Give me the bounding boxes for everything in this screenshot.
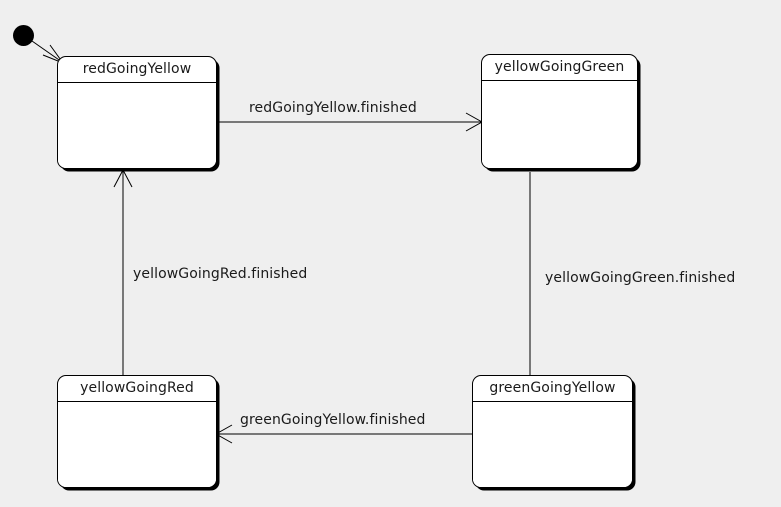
transition-label-yellowGoingGreen-finished: yellowGoingGreen.finished (545, 270, 736, 286)
state-yellowGoingRed[interactable]: yellowGoingRed (57, 375, 217, 488)
state-greenGoingYellow-body (473, 402, 632, 487)
state-greenGoingYellow-title: greenGoingYellow (473, 376, 632, 402)
state-greenGoingYellow[interactable]: greenGoingYellow (472, 375, 633, 488)
transition-label-yellowGoingRed-finished: yellowGoingRed.finished (133, 266, 308, 282)
state-redGoingYellow-body (58, 83, 216, 168)
transition-yellowGoingRed-to-redGoingYellow[interactable] (113, 168, 133, 375)
state-yellowGoingRed-title: yellowGoingRed (58, 376, 216, 402)
transition-label-greenGoingYellow-finished: greenGoingYellow.finished (240, 412, 426, 428)
transition-label-redGoingYellow-finished: redGoingYellow.finished (249, 100, 417, 116)
state-yellowGoingGreen[interactable]: yellowGoingGreen (481, 54, 638, 169)
state-redGoingYellow-title: redGoingYellow (58, 57, 216, 83)
initial-pseudostate-icon[interactable] (13, 25, 34, 46)
state-redGoingYellow[interactable]: redGoingYellow (57, 56, 217, 169)
state-yellowGoingRed-body (58, 402, 216, 487)
state-yellowGoingGreen-title: yellowGoingGreen (482, 55, 637, 81)
transition-yellowGoingGreen-to-greenGoingYellow[interactable] (520, 172, 540, 395)
state-yellowGoingGreen-body (482, 81, 637, 168)
